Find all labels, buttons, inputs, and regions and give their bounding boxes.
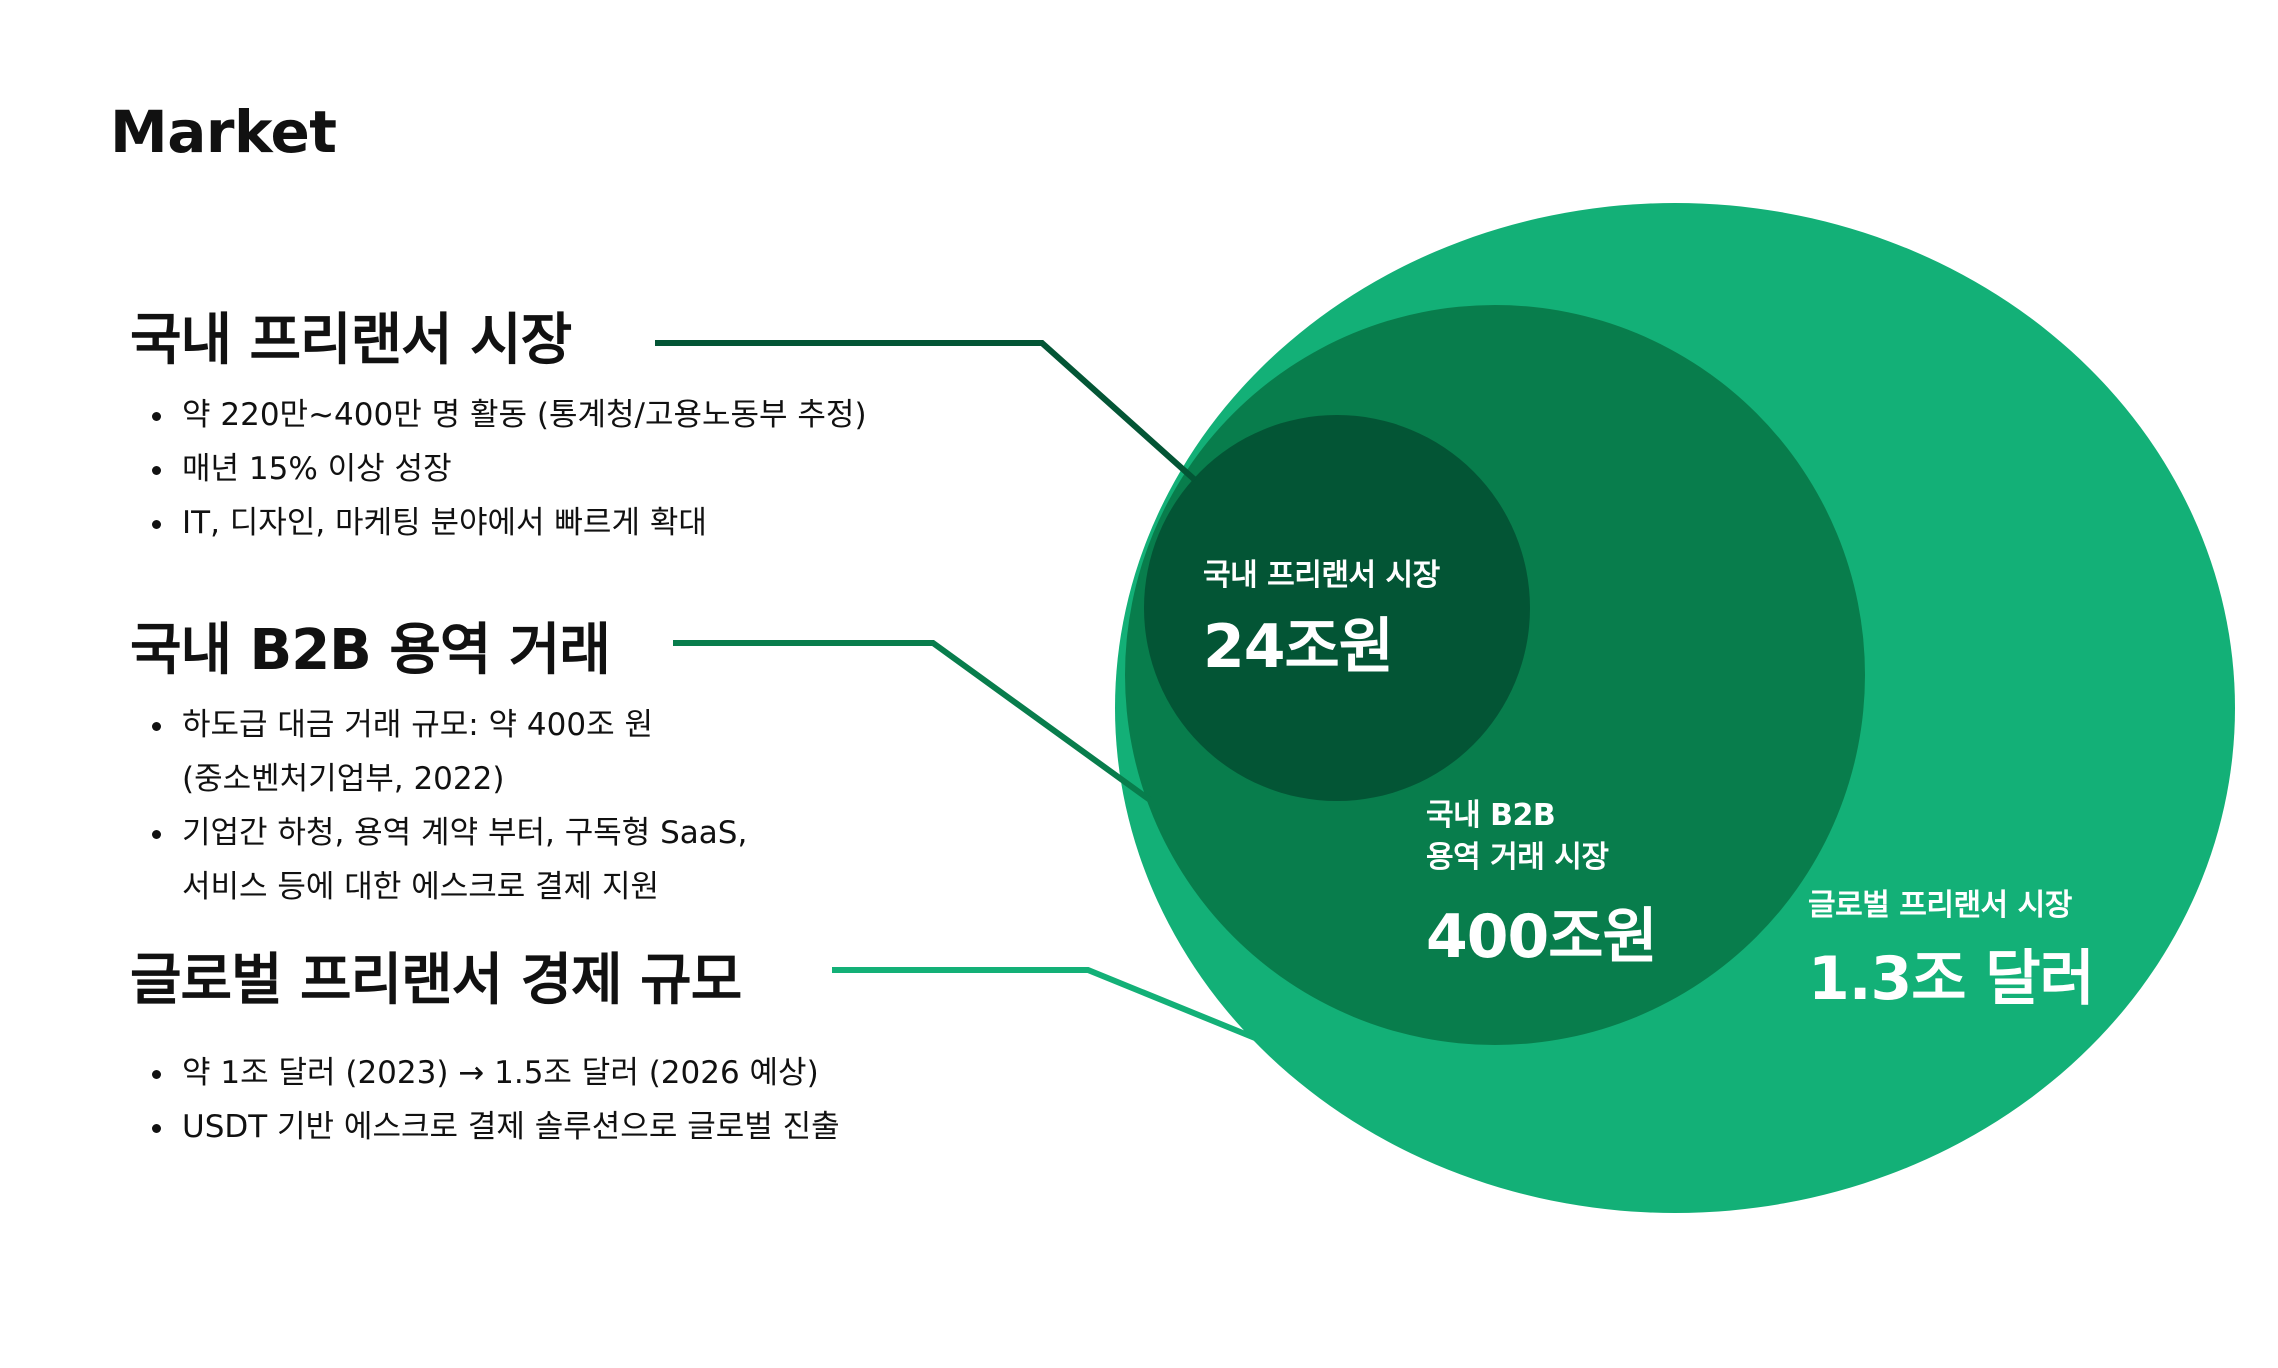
bullet-text: 서비스 등에 대한 에스크로 결제 지원 [182,869,660,905]
circle-value: 400조원 [1426,902,1658,972]
bullet-text: USDT 기반 에스크로 결제 솔루션으로 글로벌 진출 [182,1109,840,1145]
inner-circle-label: 국내 프리랜서 시장 24조원 [1203,555,1440,683]
bullet-item: 약 220만~400만 명 활동 (통계청/고용노동부 추정) [130,388,867,442]
bullet-list: 약 220만~400만 명 활동 (통계청/고용노동부 추정) 매년 15% 이… [130,388,867,550]
circle-label-text: 국내 프리랜서 시장 [1203,558,1440,593]
bullet-item: 기업간 하청, 용역 계약 부터, 구독형 SaaS, 서비스 등에 대한 에스… [130,806,747,914]
circle-value: 24조원 [1203,612,1394,682]
bullet-list: 약 1조 달러 (2023) → 1.5조 달러 (2026 예상) USDT … [130,1046,840,1154]
bullet-item: IT, 디자인, 마케팅 분야에서 빠르게 확대 [130,496,867,550]
connector-line-global [832,967,1257,1041]
bullet-text: (중소벤처기업부, 2022) [182,761,505,797]
bullet-text: 약 220만~400만 명 활동 (통계청/고용노동부 추정) [182,397,867,433]
bullet-text: 하도급 대금 거래 규모: 약 400조 원 [182,707,653,743]
circle-label-text: 용역 거래 시장 [1426,840,1609,875]
bullet-text: IT, 디자인, 마케팅 분야에서 빠르게 확대 [182,505,707,541]
circle-value: 1.3조 달러 [1808,944,2095,1014]
connector-line-domestic [655,340,1198,483]
section-domestic-b2b: 국내 B2B 용역 거래 하도급 대금 거래 규모: 약 400조 원 (중소벤… [130,605,747,914]
bullet-item: USDT 기반 에스크로 결제 솔루션으로 글로벌 진출 [130,1100,840,1154]
outer-circle-label: 글로벌 프리랜서 시장 1.3조 달러 [1808,885,2095,1015]
circle-label-text: 글로벌 프리랜서 시장 [1808,888,2072,923]
page-title: Market [110,98,337,166]
section-global-freelancer: 글로벌 프리랜서 경제 규모 약 1조 달러 (2023) → 1.5조 달러 … [130,935,840,1154]
connector-line-b2b [673,640,1152,803]
bullet-text: 기업간 하청, 용역 계약 부터, 구독형 SaaS, [182,815,748,851]
circle-label-text: 국내 B2B [1426,798,1556,833]
bullet-text: 매년 15% 이상 성장 [182,451,452,487]
bullet-item: 매년 15% 이상 성장 [130,442,867,496]
bullet-item: 하도급 대금 거래 규모: 약 400조 원 (중소벤처기업부, 2022) [130,698,747,806]
middle-circle-label: 국내 B2B 용역 거래 시장 400조원 [1426,795,1658,973]
inner-circle-domestic [1144,415,1530,801]
bullet-text: 약 1조 달러 (2023) → 1.5조 달러 (2026 예상) [182,1055,819,1091]
bullet-list: 하도급 대금 거래 규모: 약 400조 원 (중소벤처기업부, 2022) 기… [130,698,747,914]
section-heading: 글로벌 프리랜서 경제 규모 [130,948,742,1013]
section-domestic-freelancer: 국내 프리랜서 시장 약 220만~400만 명 활동 (통계청/고용노동부 추… [130,295,867,550]
section-heading: 국내 B2B 용역 거래 [130,618,611,683]
bullet-item: 약 1조 달러 (2023) → 1.5조 달러 (2026 예상) [130,1046,840,1100]
section-heading: 국내 프리랜서 시장 [130,308,572,373]
